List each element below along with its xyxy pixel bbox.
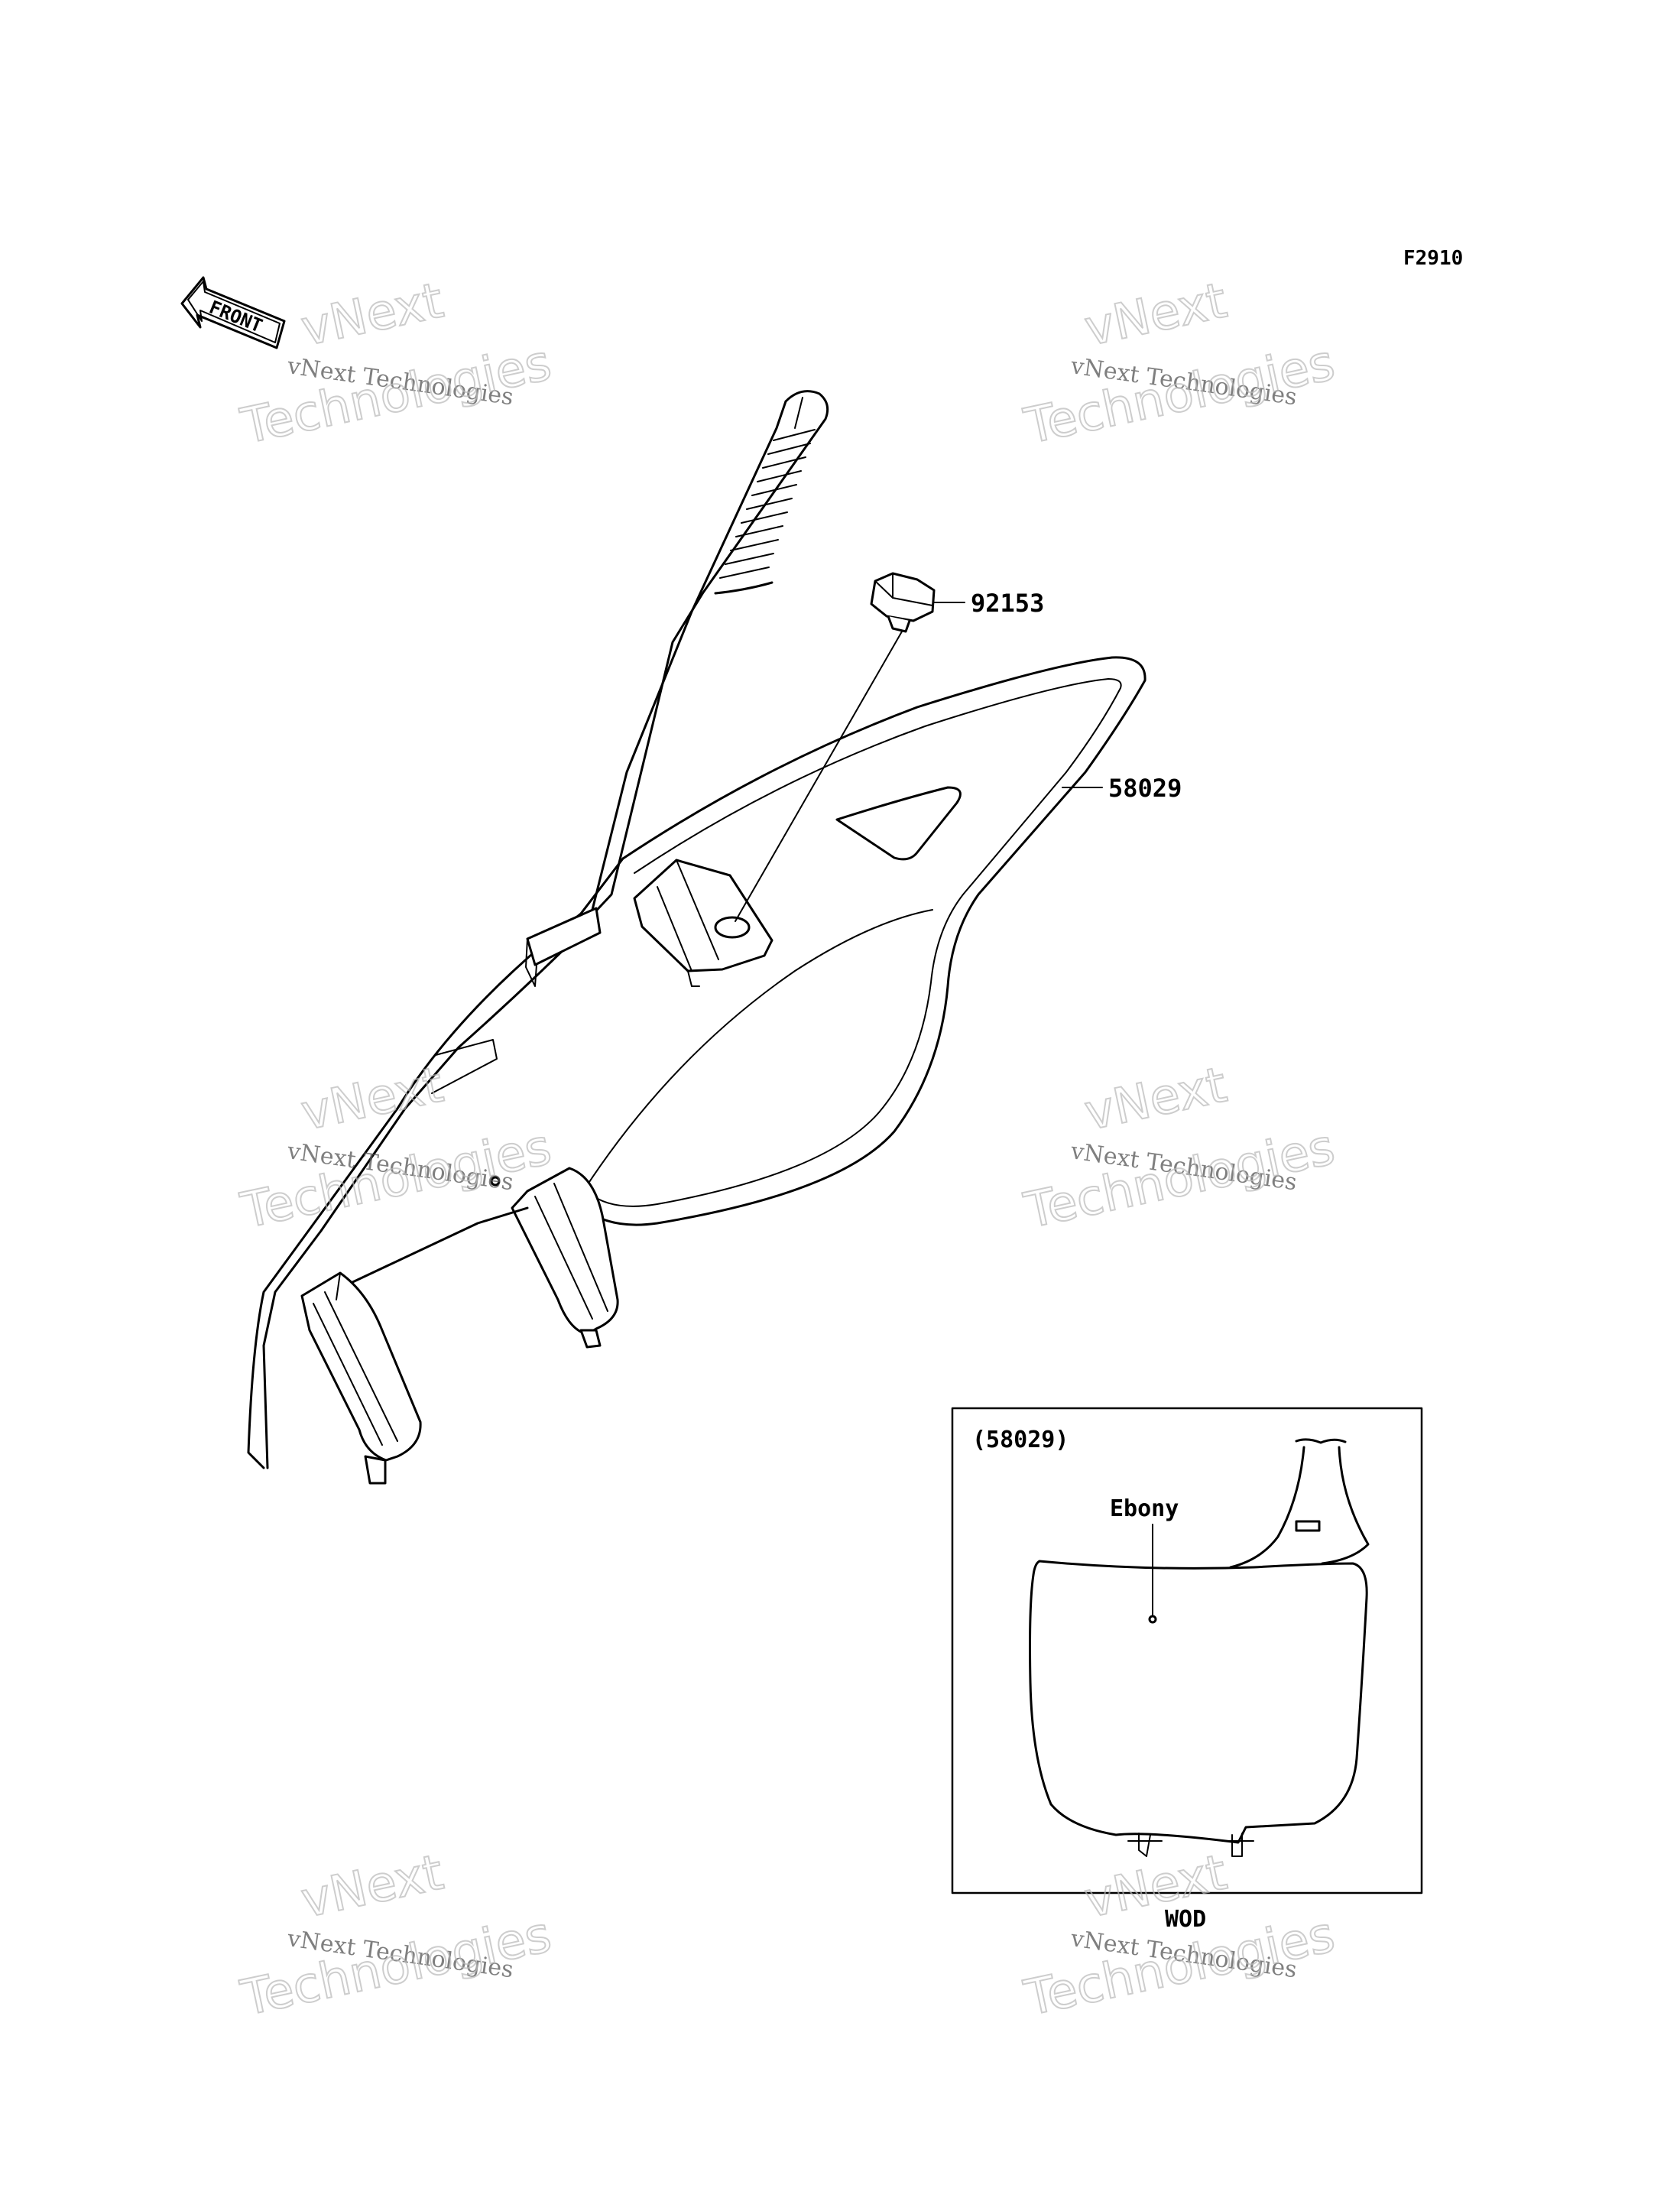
watermark-bottom-right: vNext Technologies vNext Technologies — [1019, 1843, 1341, 2028]
svg-text:vNext: vNext — [297, 272, 448, 357]
color-inset: (58029) Ebony — [951, 1407, 1423, 1894]
number-plate-drawing — [247, 390, 1146, 1485]
svg-text:Technologies: Technologies — [236, 1119, 556, 1240]
svg-text:Technologies: Technologies — [236, 1907, 556, 2028]
figure-code: F2910 — [1403, 247, 1463, 270]
front-arrow-icon: FRONT — [180, 276, 286, 349]
bolt-leader-line — [735, 631, 903, 922]
watermark-top-left: vNext Technologies vNext Technologies — [235, 271, 557, 456]
watermark-top-right: vNext Technologies vNext Technologies — [1019, 271, 1341, 456]
plate-part-number: 58029 — [1108, 774, 1182, 803]
watermark-middle-right: vNext Technologies vNext Technologies — [1019, 1056, 1341, 1240]
svg-text:vNext: vNext — [297, 1844, 448, 1929]
inset-frame — [951, 1407, 1423, 1894]
svg-text:Technologies: Technologies — [1020, 1119, 1340, 1240]
watermark-bottom-left: vNext Technologies vNext Technologies — [235, 1843, 557, 2028]
svg-text:vNext: vNext — [297, 1057, 448, 1141]
svg-text:vNext: vNext — [1080, 272, 1231, 357]
svg-text:vNext: vNext — [1080, 1844, 1231, 1929]
svg-text:Technologies: Technologies — [1020, 335, 1340, 456]
inset-color-label: Ebony — [1110, 1495, 1179, 1522]
inset-caption: WOD — [1165, 1906, 1206, 1933]
svg-text:vNext: vNext — [1080, 1057, 1231, 1141]
bolt-part-number: 92153 — [971, 589, 1044, 618]
bolt-92153-icon — [870, 572, 936, 633]
watermark-middle-left: vNext Technologies vNext Technologies — [235, 1056, 557, 1240]
svg-text:Technologies: Technologies — [236, 335, 556, 456]
inset-part-ref: (58029) — [972, 1427, 1069, 1453]
